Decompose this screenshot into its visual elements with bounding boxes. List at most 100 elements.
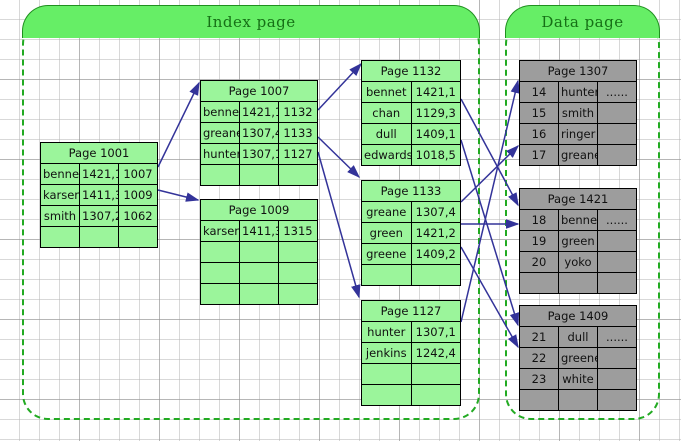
table-cell[interactable]	[239, 283, 279, 305]
table-cell[interactable]	[597, 389, 637, 411]
table-cell[interactable]: karsen	[200, 220, 240, 242]
table-cell[interactable]	[597, 230, 637, 252]
table-cell[interactable]: 1411,3	[239, 220, 279, 242]
table-cell[interactable]: 20	[519, 251, 559, 273]
table-cell[interactable]: 1307,4	[239, 122, 279, 144]
table-cell[interactable]: 16	[519, 123, 559, 145]
table-cell[interactable]: 1409,1	[410, 123, 461, 145]
table-cell[interactable]	[278, 283, 318, 305]
table-cell[interactable]: greane	[361, 201, 412, 223]
table-cell[interactable]: hunter	[558, 81, 598, 103]
table-cell[interactable]: 1307,2	[79, 205, 119, 227]
table-cell[interactable]: 14	[519, 81, 559, 103]
table-cell[interactable]: 1409,2	[410, 243, 461, 265]
table-cell[interactable]	[40, 226, 80, 248]
table-cell[interactable]: 22	[519, 347, 559, 369]
table-cell[interactable]: jenkins	[361, 342, 412, 364]
table-cell[interactable]: bennet	[558, 209, 598, 231]
table-cell[interactable]: ringer	[558, 123, 598, 145]
table-cell[interactable]	[597, 144, 637, 166]
table-cell[interactable]	[519, 272, 559, 294]
table-row[interactable]	[361, 384, 461, 406]
table-cell[interactable]: greane	[200, 122, 240, 144]
table-cell[interactable]: 18	[519, 209, 559, 231]
table-cell[interactable]: 15	[519, 102, 559, 124]
table-cell[interactable]	[278, 241, 318, 263]
table-cell[interactable]: green	[361, 222, 412, 244]
table-cell[interactable]	[558, 389, 598, 411]
table-cell[interactable]: bennet	[40, 163, 80, 185]
table-row[interactable]	[200, 241, 318, 263]
table-cell[interactable]	[410, 363, 461, 385]
table-cell[interactable]: chan	[361, 102, 412, 124]
table-cell[interactable]: ......	[597, 326, 637, 348]
table-cell[interactable]	[597, 102, 637, 124]
table-cell[interactable]	[200, 262, 240, 284]
table-cell[interactable]: greene	[361, 243, 412, 265]
table-cell[interactable]	[200, 164, 240, 186]
table-cell[interactable]: greane	[558, 144, 598, 166]
table-cell[interactable]	[558, 272, 598, 294]
table-cell[interactable]: 1133	[278, 122, 318, 144]
table-cell[interactable]	[239, 262, 279, 284]
table-cell[interactable]: yoko	[558, 251, 598, 273]
table-row[interactable]	[361, 363, 461, 385]
table-cell[interactable]	[200, 241, 240, 263]
table-cell[interactable]	[519, 389, 559, 411]
table-cell[interactable]: ......	[597, 81, 637, 103]
table-cell[interactable]	[239, 241, 279, 263]
table-cell[interactable]: dull	[558, 326, 598, 348]
table-cell[interactable]	[597, 251, 637, 273]
table-cell[interactable]: 23	[519, 368, 559, 390]
table-cell[interactable]: 1315	[278, 220, 318, 242]
table-cell[interactable]: karsen	[40, 184, 80, 206]
table-cell[interactable]	[410, 264, 461, 286]
table-cell[interactable]	[597, 347, 637, 369]
table-cell[interactable]: 17	[519, 144, 559, 166]
table-cell[interactable]: 1009	[118, 184, 158, 206]
table-row[interactable]	[40, 226, 158, 248]
table-cell[interactable]: 21	[519, 326, 559, 348]
table-cell[interactable]	[361, 384, 412, 406]
table-row[interactable]	[519, 389, 637, 411]
table-cell[interactable]	[597, 368, 637, 390]
table-cell[interactable]: hunter	[200, 143, 240, 165]
table-cell[interactable]	[410, 384, 461, 406]
table-cell[interactable]	[278, 164, 318, 186]
table-cell[interactable]: 1421,1	[239, 101, 279, 123]
table-cell[interactable]: 1018,5	[410, 144, 461, 166]
table-cell[interactable]: edwards	[361, 144, 412, 166]
table-cell[interactable]: 19	[519, 230, 559, 252]
table-cell[interactable]: smith	[558, 102, 598, 124]
table-cell[interactable]: hunter	[361, 321, 412, 343]
table-cell[interactable]: ......	[597, 209, 637, 231]
table-cell[interactable]: 1007	[118, 163, 158, 185]
table-row[interactable]	[200, 262, 318, 284]
table-cell[interactable]	[200, 283, 240, 305]
table-cell[interactable]: 1132	[278, 101, 318, 123]
